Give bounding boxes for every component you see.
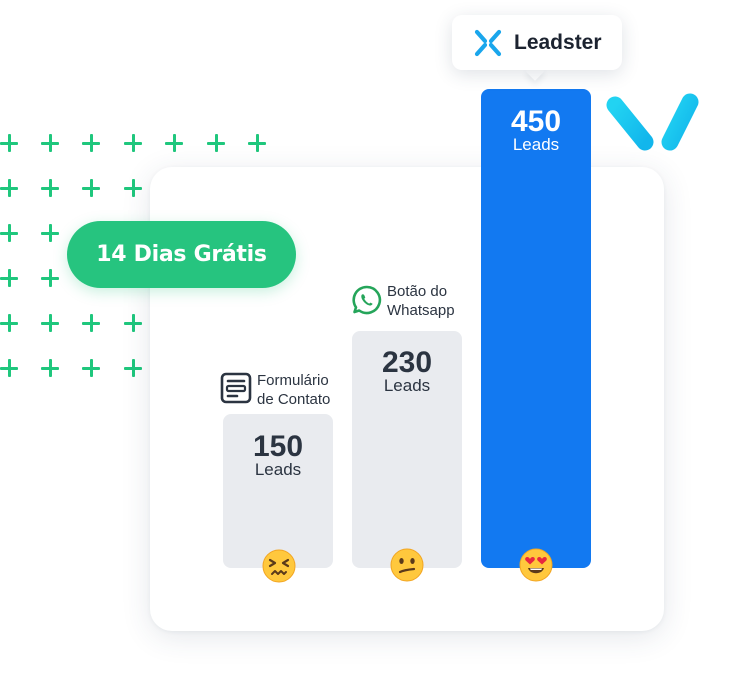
plus-icon <box>41 269 59 287</box>
bar-value: 450 <box>510 105 562 138</box>
bar-value: 230 <box>381 346 433 379</box>
plus-icon <box>41 179 59 197</box>
plus-icon <box>41 224 59 242</box>
plus-icon <box>0 359 18 377</box>
plus-icon <box>82 359 100 377</box>
plus-icon <box>0 224 18 242</box>
plus-icon <box>41 314 59 332</box>
bar-value: 150 <box>252 430 304 463</box>
whatsapp-icon <box>352 285 382 315</box>
plus-icon <box>82 134 100 152</box>
bar-unit: Leads <box>512 135 560 154</box>
leadster-logo-icon <box>474 29 502 57</box>
plus-icon <box>165 134 183 152</box>
leadster-brand-name: Leadster <box>514 31 602 54</box>
bar-unit: Leads <box>383 376 431 395</box>
plus-icon <box>207 134 225 152</box>
plus-icon <box>124 134 142 152</box>
plus-icon <box>124 359 142 377</box>
decorative-strokes <box>606 93 736 180</box>
bar-form: 150 Leads <box>223 414 333 568</box>
bar-label-form: Formulário de Contato <box>257 371 330 409</box>
plus-icon <box>124 179 142 197</box>
plus-icon <box>41 359 59 377</box>
plus-icon <box>248 134 266 152</box>
confused-face-emoji <box>390 548 424 582</box>
bar-leadster: 450 Leads <box>481 89 591 568</box>
bar-label-line2: Whatsapp <box>387 302 455 319</box>
decorative-plus-grid <box>0 0 280 390</box>
bar-label-whatsapp: Botão do Whatsapp <box>387 282 455 320</box>
free-trial-badge[interactable]: 14 Dias Grátis <box>67 221 296 288</box>
heart-eyes-emoji <box>519 548 553 582</box>
bar-label-line2: de Contato <box>257 391 331 408</box>
plus-icon <box>41 134 59 152</box>
form-icon <box>220 372 252 404</box>
free-trial-badge-label: 14 Dias Grátis <box>96 242 267 267</box>
bar-whatsapp: 230 Leads <box>352 331 462 568</box>
plus-icon <box>82 179 100 197</box>
plus-icon <box>82 314 100 332</box>
plus-icon <box>124 314 142 332</box>
leadster-tooltip: Leadster <box>452 15 622 70</box>
plus-icon <box>0 269 18 287</box>
plus-icon <box>0 179 18 197</box>
bar-unit: Leads <box>254 460 302 479</box>
plus-icon <box>0 314 18 332</box>
bar-label-line1: Botão do <box>387 283 448 300</box>
plus-icon <box>0 134 18 152</box>
bar-label-line1: Formulário <box>257 372 329 389</box>
confounded-face-emoji <box>262 549 296 583</box>
